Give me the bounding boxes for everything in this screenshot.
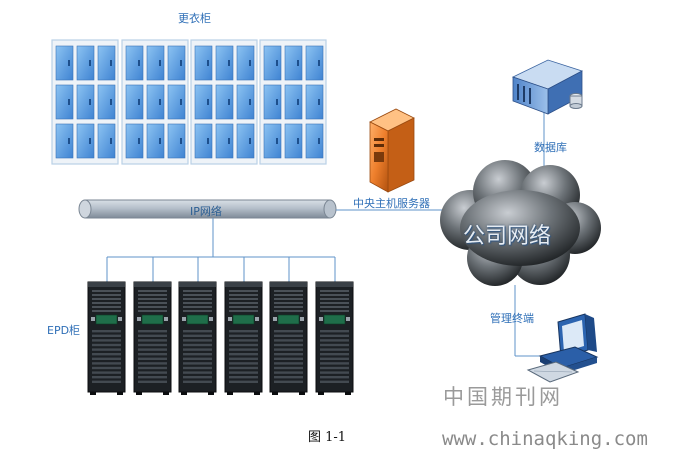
- locker-door: [55, 123, 74, 159]
- locker-door: [284, 123, 303, 159]
- locker-door: [305, 84, 324, 120]
- locker-icon: [190, 39, 258, 165]
- epd-racks-group: [87, 281, 354, 395]
- locker-door: [194, 45, 213, 81]
- rack-cabinet-icon: [87, 281, 126, 395]
- locker-door: [125, 84, 144, 120]
- rack-cabinet-icon: [224, 281, 263, 395]
- locker-door: [55, 84, 74, 120]
- locker-door: [76, 45, 95, 81]
- locker-door: [97, 45, 116, 81]
- locker-door: [146, 123, 165, 159]
- mgmt-terminal-label: 管理终端: [490, 312, 534, 325]
- locker-door: [305, 123, 324, 159]
- rack-cabinet-icon: [269, 281, 308, 395]
- watermark-cn: 中国期刊网: [443, 385, 563, 409]
- locker-door: [236, 84, 255, 120]
- locker-door: [167, 45, 186, 81]
- database-label: 数据库: [534, 141, 567, 154]
- locker-door: [167, 123, 186, 159]
- locker-door: [167, 84, 186, 120]
- cloud-icon: [440, 160, 601, 286]
- ip-network-label: IP网络: [190, 205, 222, 218]
- network-links: [106, 108, 548, 357]
- locker-door: [97, 84, 116, 120]
- locker-door: [55, 45, 74, 81]
- locker-door: [76, 123, 95, 159]
- watermark-url: www.chinaqking.com: [442, 428, 648, 450]
- central-server-label: 中央主机服务器: [353, 197, 430, 210]
- lockers-group: [51, 39, 327, 165]
- locker-icon: [121, 39, 189, 165]
- locker-door: [125, 123, 144, 159]
- server-tower-icon: [369, 108, 415, 193]
- locker-door: [194, 123, 213, 159]
- epd-cabinet-label: EPD柜: [47, 324, 81, 337]
- ip-network-pipe: [78, 199, 337, 219]
- locker-door: [215, 45, 234, 81]
- workstation-icon: [526, 313, 599, 383]
- locker-door: [194, 84, 213, 120]
- locker-door: [263, 45, 282, 81]
- company-network-label: 公司网络: [463, 224, 552, 249]
- locker-door: [125, 45, 144, 81]
- locker-door: [97, 123, 116, 159]
- locker-door: [76, 84, 95, 120]
- rack-cabinet-icon: [133, 281, 172, 395]
- locker-door: [236, 123, 255, 159]
- lockers-label: 更衣柜: [178, 12, 211, 25]
- locker-door: [146, 45, 165, 81]
- locker-door: [263, 123, 282, 159]
- locker-door: [284, 45, 303, 81]
- locker-icon: [51, 39, 119, 165]
- figure-caption: 图 1-1: [308, 430, 347, 445]
- rack-cabinet-icon: [178, 281, 217, 395]
- rack-cabinet-icon: [315, 281, 354, 395]
- locker-door: [284, 84, 303, 120]
- locker-door: [215, 84, 234, 120]
- locker-door: [305, 45, 324, 81]
- locker-door: [146, 84, 165, 120]
- locker-icon: [259, 39, 327, 165]
- locker-door: [236, 45, 255, 81]
- locker-door: [263, 84, 282, 120]
- database-server-icon: [511, 59, 584, 115]
- locker-door: [215, 123, 234, 159]
